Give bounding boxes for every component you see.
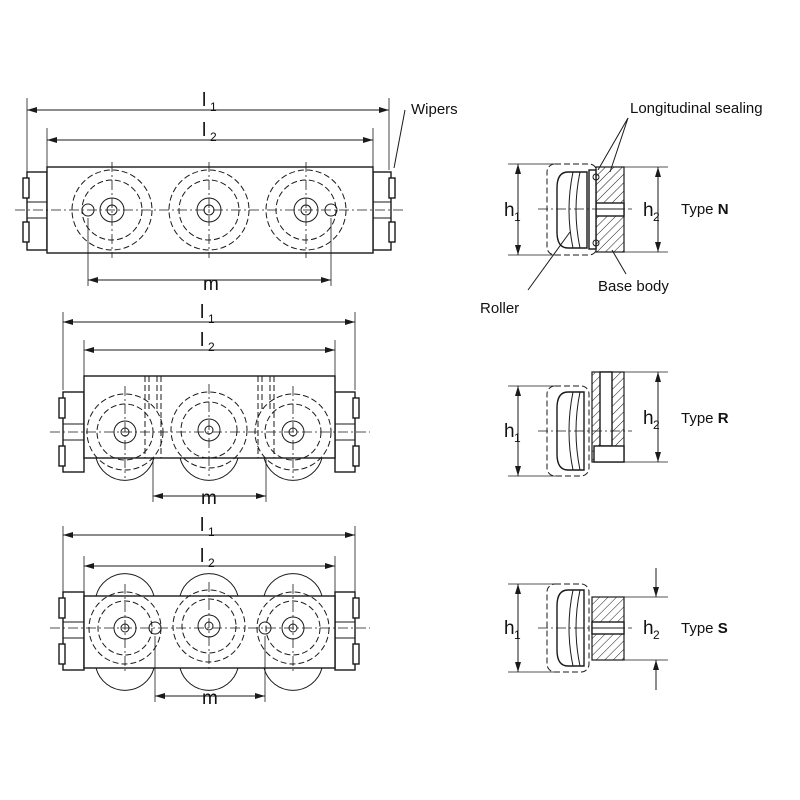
- dim-label-l: l: [200, 302, 204, 323]
- roller-2: [168, 162, 250, 258]
- lube-hole-left: [81, 203, 95, 217]
- dimension-l1-bottom: l 1: [62, 515, 356, 594]
- dimension-l2-bottom: l 2: [83, 546, 336, 596]
- dimension-l2-mid: l 2: [83, 330, 336, 376]
- dim-subscript-1: 1: [208, 312, 215, 326]
- roller-3: [265, 162, 347, 258]
- dim-subscript-2: 2: [208, 556, 215, 570]
- dimension-m-top: m: [87, 218, 332, 295]
- dim-label-h: h: [643, 408, 654, 429]
- dim-label-l: l: [202, 120, 206, 141]
- side-view-type-n: h 1 h 2 Longitudinal sealing Roller Base…: [480, 100, 763, 317]
- dim-label-h: h: [643, 618, 654, 639]
- dim-label-l: l: [202, 90, 206, 111]
- label-base-body: Base body: [598, 278, 669, 295]
- dim-label-l: l: [200, 515, 204, 536]
- dim-subscript-2: 2: [208, 340, 215, 354]
- roller-2: [172, 582, 246, 672]
- dim-label-h: h: [643, 200, 654, 221]
- type-label-r: Type R: [681, 410, 729, 427]
- dim-subscript-2: 2: [653, 210, 660, 224]
- dim-subscript-2: 2: [210, 130, 217, 144]
- dim-label-h: h: [504, 421, 515, 442]
- dim-label-m: m: [203, 274, 219, 295]
- dim-label-l: l: [200, 546, 204, 567]
- roller-2: [170, 384, 248, 476]
- dim-label-m: m: [201, 488, 217, 509]
- dim-subscript-2: 2: [653, 628, 660, 642]
- wiper-left: [22, 171, 48, 251]
- dim-label-m: m: [202, 688, 218, 709]
- roller-3: [254, 386, 332, 478]
- dimension-m-bottom: m: [154, 636, 266, 709]
- wiper-right: [372, 171, 396, 251]
- dim-label-h: h: [504, 618, 515, 639]
- front-view-type-n: l 1 l 2: [15, 90, 458, 295]
- type-label-s: Type S: [681, 620, 728, 637]
- dimension-l1-mid: l 1: [62, 302, 356, 390]
- dim-subscript-1: 1: [514, 628, 521, 642]
- lube-hole-right: [324, 203, 338, 217]
- wiper-right: [334, 591, 360, 671]
- base-body-front: [83, 375, 336, 459]
- front-view-type-r: l 1 l 2: [50, 302, 370, 509]
- base-body-front: [83, 595, 336, 669]
- front-view-type-s: l 1 l 2: [50, 515, 370, 709]
- dimension-l2-top: l 2: [46, 120, 374, 168]
- lube-hole-left: [148, 621, 162, 635]
- roller-3: [256, 584, 330, 674]
- side-view-type-r: h 1 h 2 Type R: [504, 371, 729, 477]
- dim-label-l: l: [200, 330, 204, 351]
- dim-subscript-1: 1: [208, 525, 215, 539]
- lube-hole-right: [258, 621, 272, 635]
- dimension-l1-top: l 1: [26, 90, 390, 172]
- label-wipers: Wipers: [411, 101, 458, 118]
- dim-label-h: h: [504, 200, 515, 221]
- dim-subscript-2: 2: [653, 418, 660, 432]
- dim-subscript-1: 1: [210, 100, 217, 114]
- side-view-type-s: h 1 h 2 Type S: [504, 568, 728, 690]
- label-longitudinal-sealing: Longitudinal sealing: [630, 100, 763, 117]
- dim-subscript-1: 1: [514, 210, 521, 224]
- label-roller: Roller: [480, 300, 519, 317]
- roller-1: [86, 386, 164, 478]
- type-label-n: Type N: [681, 201, 729, 218]
- dim-subscript-1: 1: [514, 431, 521, 445]
- wiper-left: [58, 591, 85, 671]
- dimension-m-mid: m: [152, 458, 267, 509]
